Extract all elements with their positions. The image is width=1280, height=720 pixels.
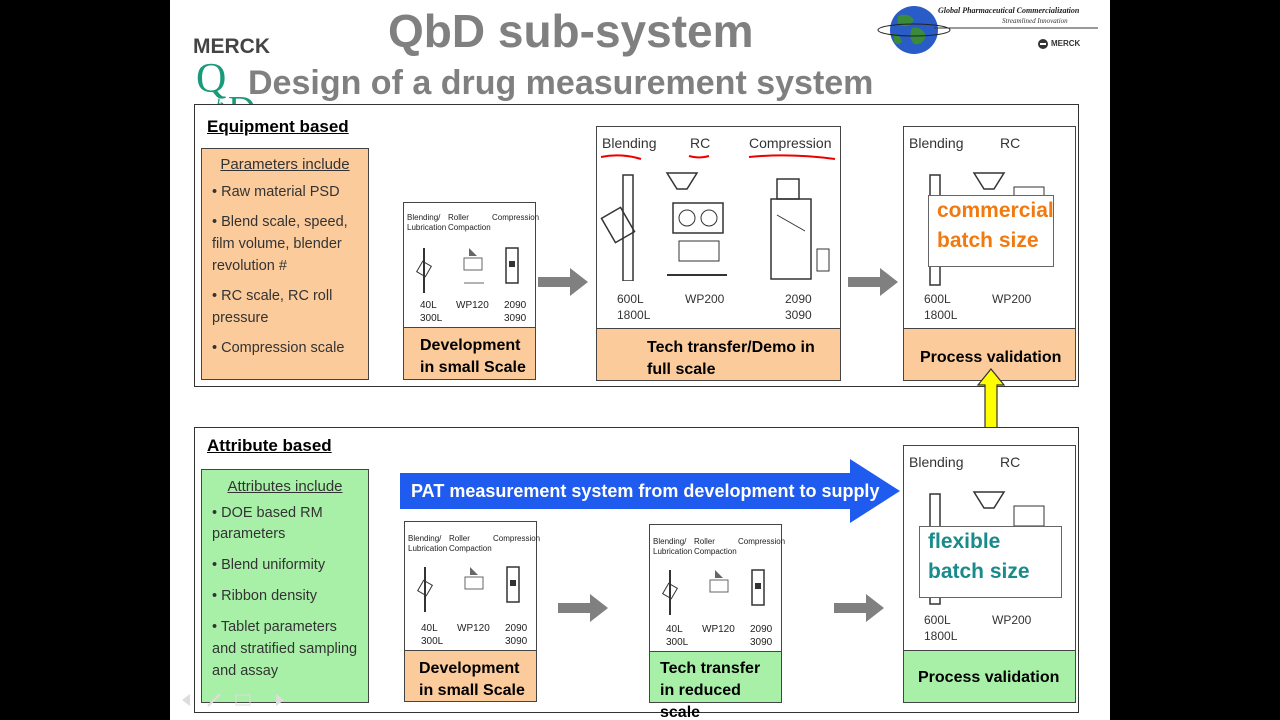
dev-small-scale-label-box: Development in small Scale [403, 327, 536, 380]
capacity-rc: WP120 [457, 623, 490, 634]
gray-arrow-icon [558, 594, 608, 622]
dev-small-scale-card: Blending/ Lubrication Roller Compaction … [403, 202, 540, 328]
capacity-rc: WP120 [702, 624, 735, 635]
small-equipment-icon [661, 569, 765, 615]
attributes-heading: Attributes include [227, 478, 343, 495]
commercial-batch-callout: commercial batch size [928, 195, 1054, 267]
col-label-blending: Blending [602, 135, 657, 151]
globe-tagline: Global Pharmaceutical Commercialization [938, 6, 1080, 15]
capacity-blending: 600L 1800L [617, 292, 651, 322]
capacity-compression: 2090 3090 [750, 624, 773, 648]
col-label-roller: Roller Compaction [694, 537, 737, 556]
dev-small-scale-label: Development in small Scale [419, 660, 525, 699]
pat-banner-arrow [400, 459, 900, 523]
capacity-compression: 2090 3090 [785, 292, 812, 322]
parameters-box: Parameters include • Raw material PSD • … [201, 148, 369, 380]
small-equipment-icon [416, 566, 520, 612]
process-validation-label: Process validation [918, 669, 1060, 686]
col-label-roller: Roller Compaction [448, 213, 491, 232]
col-label-blending: Blending [909, 135, 964, 151]
capacity-blending: 600L 1800L [924, 292, 958, 322]
slide: QbD sub-system MERCK Q b D Design of a d… [170, 0, 1110, 720]
tech-transfer-reduced-label: Tech transfer in reduced scale [660, 660, 761, 720]
tech-transfer-card: Blending RC Compression 600L 1800L WP200… [596, 126, 841, 331]
gray-arrow-icon [538, 268, 588, 296]
attribute-item: • Blend uniformity [212, 557, 326, 573]
flexible-batch-callout: flexible batch size [919, 526, 1062, 598]
capacity-compression: 2090 3090 [505, 623, 528, 647]
col-label-compression: Compression [492, 213, 540, 222]
parameters-heading: Parameters include [220, 156, 350, 173]
small-equipment-icon [415, 247, 519, 293]
slide-nav-controls[interactable] [178, 690, 298, 710]
attribute-item: • Tablet parameters and stratified sampl… [212, 619, 358, 679]
merck-emblem-icon [1038, 39, 1048, 49]
parameter-item: • Raw material PSD [212, 184, 340, 200]
capacity-rc: WP120 [456, 300, 489, 311]
capacity-rc: WP200 [992, 613, 1032, 627]
slide-subtitle: Design of a drug measurement system [248, 64, 874, 102]
full-scale-equipment-icon [600, 154, 836, 281]
col-label-blending: Blending/ Lubrication [408, 534, 448, 553]
globe-subtagline: Streamlined Innovation [1002, 17, 1068, 25]
col-label-blending: Blending/ Lubrication [407, 213, 447, 232]
tech-transfer-reduced-label-box: Tech transfer in reduced scale [649, 651, 782, 720]
col-label-roller: Roller Compaction [449, 534, 492, 553]
equipment-section-title: Equipment based [207, 117, 349, 136]
globe-logo-icon [877, 6, 1098, 54]
dev-small-scale-card: Blending/ Lubrication Roller Compaction … [404, 521, 541, 651]
process-validation-card: Blending RC flexible batch size 600L 180… [903, 445, 1076, 652]
tech-transfer-label: Tech transfer/Demo in full scale [647, 339, 815, 378]
col-label-blending: Blending [909, 454, 964, 470]
slide-title: QbD sub-system [388, 5, 754, 57]
capacity-blending: 40L 300L [666, 624, 689, 648]
svg-text:Q: Q [196, 56, 226, 102]
capacity-compression: 2090 3090 [504, 300, 527, 324]
col-label-compression: Compression [493, 534, 541, 543]
col-label-compression: Compression [738, 537, 786, 546]
tech-transfer-reduced-card: Blending/ Lubrication Roller Compaction … [649, 524, 786, 654]
gray-arrow-icon [848, 268, 898, 296]
col-label-rc: RC [1000, 135, 1021, 151]
col-label-blending: Blending/ Lubrication [653, 537, 693, 556]
pat-banner-text: PAT measurement system from development … [411, 481, 880, 501]
capacity-blending: 40L 300L [420, 300, 443, 324]
capacity-rc: WP200 [685, 292, 725, 306]
merck-logo-text: MERCK [193, 35, 270, 58]
dev-small-scale-label: Development in small Scale [420, 337, 526, 376]
process-validation-label-box: Process validation [903, 328, 1076, 381]
process-validation-label-box: Process validation [903, 650, 1076, 703]
parameter-item: • Blend scale, speed, film volume, blend… [212, 214, 348, 274]
col-label-compression: Compression [749, 135, 832, 151]
process-validation-card: Blending RC commercial batch size 600L 1… [903, 126, 1076, 331]
tech-transfer-label-box: Tech transfer/Demo in full scale [596, 328, 841, 381]
attribute-item: • DOE based RM parameters [212, 505, 323, 542]
attribute-item: • Ribbon density [212, 588, 318, 604]
dev-small-scale-label-box: Development in small Scale [404, 650, 537, 702]
attribute-section-title: Attribute based [207, 436, 332, 455]
gray-arrow-icon [834, 594, 884, 622]
parameter-item: • Compression scale [212, 340, 345, 356]
parameter-item: • RC scale, RC roll pressure [212, 288, 333, 326]
capacity-blending: 40L 300L [421, 623, 444, 647]
col-label-rc: RC [690, 135, 711, 151]
capacity-rc: WP200 [992, 292, 1032, 306]
merck-small-text: MERCK [1051, 39, 1081, 48]
capacity-blending: 600L 1800L [924, 613, 958, 643]
yellow-up-arrow-icon [976, 368, 1006, 434]
process-validation-label: Process validation [920, 349, 1062, 366]
col-label-rc: RC [1000, 454, 1021, 470]
attributes-box: Attributes include • DOE based RM parame… [201, 469, 369, 703]
